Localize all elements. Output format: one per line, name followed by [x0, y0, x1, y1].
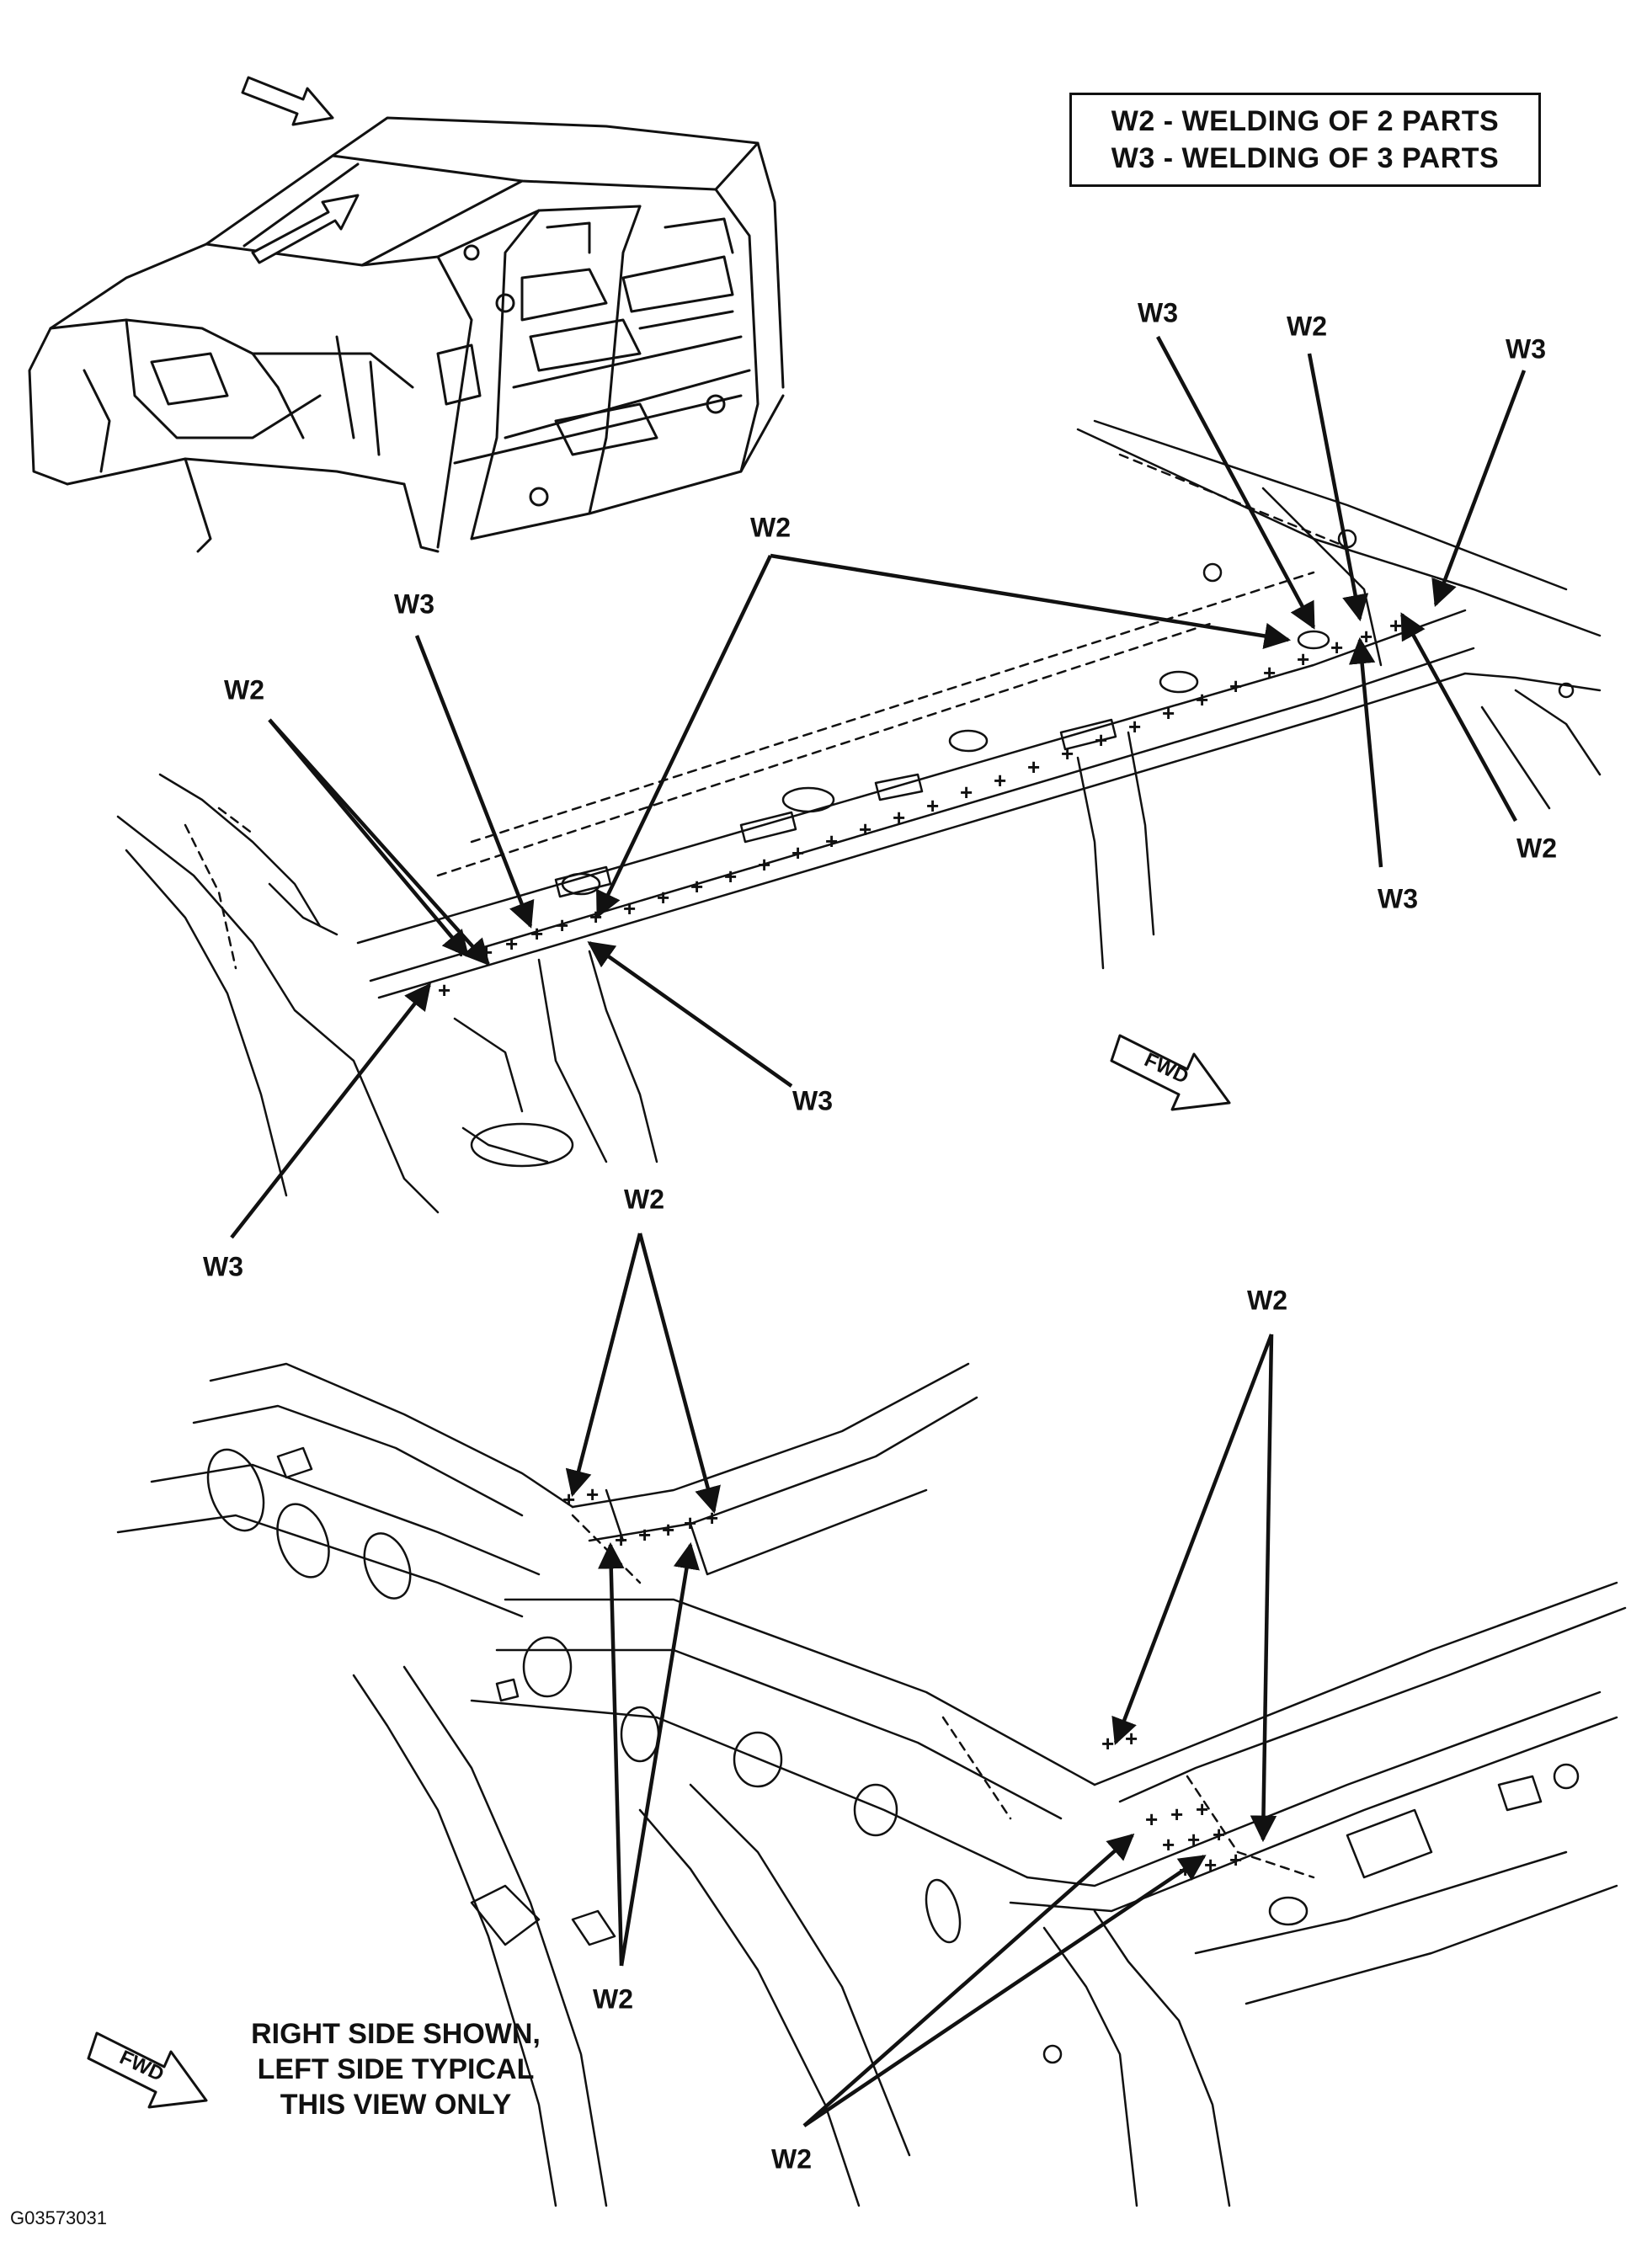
svg-text:+: + [690, 874, 703, 899]
upper-weld-marks: +++ +++ +++ +++ +++ +++ +++ +++ +++ + ++… [438, 613, 1402, 1003]
callout-w3-top-right: W3 [1506, 333, 1546, 365]
svg-text:+: + [960, 780, 973, 805]
callout-w2-lower-right: W2 [1247, 1285, 1287, 1316]
svg-text:+: + [1196, 1797, 1208, 1822]
callout-w2-left: W2 [224, 674, 264, 705]
svg-text:+: + [684, 1510, 696, 1536]
view-note: RIGHT SIDE SHOWN, LEFT SIDE TYPICAL THIS… [227, 2016, 564, 2122]
svg-text:+: + [530, 921, 543, 946]
callout-w2-lower-top: W2 [624, 1184, 664, 1215]
note-line-3: THIS VIEW ONLY [280, 2089, 512, 2121]
weld-legend: W2 - WELDING OF 2 PARTS W3 - WELDING OF … [1069, 93, 1541, 187]
callout-w2-roof: W2 [750, 512, 791, 543]
svg-text:+: + [758, 852, 770, 877]
callout-w2-right: W2 [1516, 833, 1557, 864]
svg-text:+: + [505, 931, 518, 956]
svg-text:+: + [825, 828, 838, 854]
svg-text:+: + [1027, 754, 1040, 780]
fwd-arrow-lower [87, 2031, 208, 2109]
legend-w3: W3 - WELDING OF 3 PARTS [1111, 142, 1500, 174]
svg-text:+: + [1095, 727, 1107, 753]
callout-w3-center: W3 [792, 1085, 833, 1116]
view-direction-arrows [241, 76, 360, 264]
svg-text:+: + [586, 1482, 599, 1507]
svg-text:+: + [1128, 714, 1141, 739]
svg-text:+: + [1263, 660, 1276, 685]
svg-text:+: + [438, 977, 450, 1003]
callout-w3-left-roof: W3 [394, 588, 434, 620]
svg-text:+: + [1162, 1832, 1175, 1857]
svg-text:+: + [1213, 1822, 1225, 1847]
svg-text:+: + [1170, 1802, 1183, 1827]
svg-text:+: + [662, 1517, 674, 1542]
svg-text:+: + [893, 805, 905, 830]
vehicle-overview [28, 116, 785, 553]
svg-text:+: + [1297, 647, 1309, 672]
svg-text:+: + [556, 913, 568, 938]
lower-leader-arrows [565, 1232, 1277, 2127]
note-line-2: LEFT SIDE TYPICAL [257, 2053, 535, 2085]
upper-leader-arrows [230, 335, 1527, 1239]
svg-text:+: + [724, 864, 737, 889]
svg-text:+: + [1204, 1852, 1217, 1877]
figure-id: G03573031 [10, 2207, 107, 2228]
svg-text:+: + [926, 793, 939, 818]
svg-text:+: + [1389, 613, 1402, 638]
svg-text:+: + [1125, 1726, 1138, 1751]
svg-text:+: + [623, 896, 636, 921]
svg-text:+: + [792, 840, 804, 865]
callout-w2-top-center: W2 [1287, 311, 1327, 342]
callout-w2-bottom: W2 [771, 2143, 812, 2175]
svg-text:+: + [994, 768, 1006, 793]
svg-text:+: + [1101, 1731, 1114, 1756]
legend-w2: W2 - WELDING OF 2 PARTS [1111, 105, 1500, 137]
callout-w3-right-lower: W3 [1378, 883, 1418, 914]
note-line-1: RIGHT SIDE SHOWN, [251, 2018, 541, 2050]
svg-text:+: + [1196, 687, 1208, 712]
svg-text:+: + [1162, 700, 1175, 726]
svg-text:+: + [1187, 1827, 1200, 1852]
svg-text:+: + [1330, 635, 1343, 660]
svg-text:+: + [1229, 673, 1242, 699]
callout-w3-top-left: W3 [1138, 297, 1178, 328]
callout-w3-bottom-left: W3 [203, 1251, 243, 1282]
svg-text:+: + [638, 1522, 651, 1547]
svg-text:+: + [1061, 741, 1074, 766]
callout-w2-lower-left: W2 [593, 1983, 633, 2015]
svg-text:+: + [615, 1527, 627, 1552]
svg-text:+: + [1229, 1847, 1242, 1872]
svg-text:+: + [859, 817, 871, 842]
lower-rail-detail [116, 1362, 1627, 2207]
svg-text:+: + [657, 885, 669, 910]
fwd-arrow-upper [1110, 1034, 1231, 1111]
svg-text:+: + [1145, 1807, 1158, 1832]
